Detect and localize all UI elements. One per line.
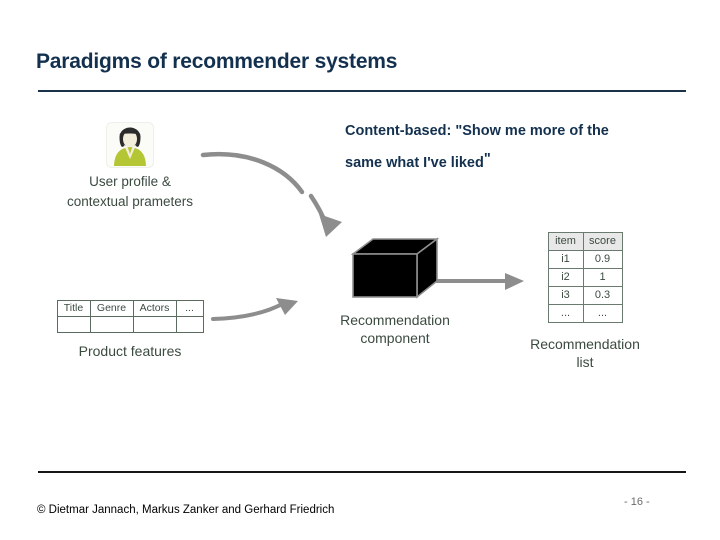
cell-item: ... — [547, 304, 584, 323]
black-box-icon — [350, 237, 440, 299]
cell-genre — [89, 316, 134, 333]
product-features-node: Title Genre Actors ... Product features — [37, 300, 223, 361]
table-row: ... ... — [547, 304, 623, 323]
callout-text: Content-based: "Show me more of the same… — [345, 117, 680, 177]
recommendation-component-node: Recommendation component — [300, 236, 490, 347]
user-profile-label: User profile & contextual prameters — [40, 172, 220, 212]
cell-score: 0.9 — [582, 250, 623, 269]
footer-divider — [38, 471, 686, 473]
table-row: i3 0.3 — [547, 286, 623, 305]
arrow-user-to-component — [200, 151, 342, 237]
recommendation-list-label: Recommendation list — [500, 335, 670, 371]
table-header-row: item score — [547, 232, 623, 251]
table-row: i2 1 — [547, 268, 623, 287]
callout-closing-quote: " — [483, 151, 491, 167]
user-avatar-icon — [106, 122, 154, 168]
recommendation-list-table: item score i1 0.9 i2 1 i3 0.3 ... ... — [547, 232, 623, 323]
cell-item: i2 — [547, 268, 584, 287]
table-header-row: Title Genre Actors ... — [56, 300, 204, 317]
user-profile-node: User profile & contextual prameters — [40, 122, 220, 212]
table-row — [56, 316, 204, 333]
callout-line-2-wrapper: same what I've liked" — [345, 145, 680, 177]
recommendation-list-label-line-1: Recommendation — [530, 336, 640, 352]
callout-line-1: Content-based: "Show me more of the — [345, 123, 609, 139]
title-divider — [38, 90, 686, 92]
recommendation-component-label: Recommendation component — [300, 311, 490, 347]
cell-item: i3 — [547, 286, 584, 305]
page-title: Paradigms of recommender systems — [36, 50, 398, 73]
product-features-label: Product features — [78, 343, 182, 359]
column-header-score: score — [582, 232, 623, 251]
column-header-item: item — [547, 232, 584, 251]
cell-title — [56, 316, 91, 333]
callout-line-2: same what I've liked — [345, 155, 484, 171]
copyright-credit: © Dietmar Jannach, Markus Zanker and Ger… — [37, 504, 335, 516]
cell-actors — [132, 316, 177, 333]
table-row: i1 0.9 — [547, 250, 623, 269]
recommendation-component-label-line-2: component — [360, 330, 430, 346]
page-number: - 16 - — [624, 496, 650, 508]
column-header-genre: Genre — [89, 300, 134, 317]
cell-score: ... — [582, 304, 623, 323]
cell-more — [175, 316, 204, 333]
cell-score: 0.3 — [582, 286, 623, 305]
recommendation-list-label-line-2: list — [576, 354, 594, 370]
column-header-more: ... — [175, 300, 204, 317]
user-profile-label-line-1: User profile & — [89, 174, 171, 189]
arrow-features-to-component — [211, 298, 298, 321]
column-header-actors: Actors — [132, 300, 177, 317]
product-features-table: Title Genre Actors ... — [56, 300, 204, 333]
user-profile-label-line-2: contextual prameters — [66, 194, 194, 209]
recommendation-component-label-line-1: Recommendation — [340, 312, 450, 328]
column-header-title: Title — [56, 300, 91, 317]
recommendation-list-node: item score i1 0.9 i2 1 i3 0.3 ... ... Re… — [500, 232, 670, 371]
arrow-component-to-list — [429, 273, 524, 290]
cell-item: i1 — [547, 250, 584, 269]
cell-score: 1 — [582, 268, 623, 287]
